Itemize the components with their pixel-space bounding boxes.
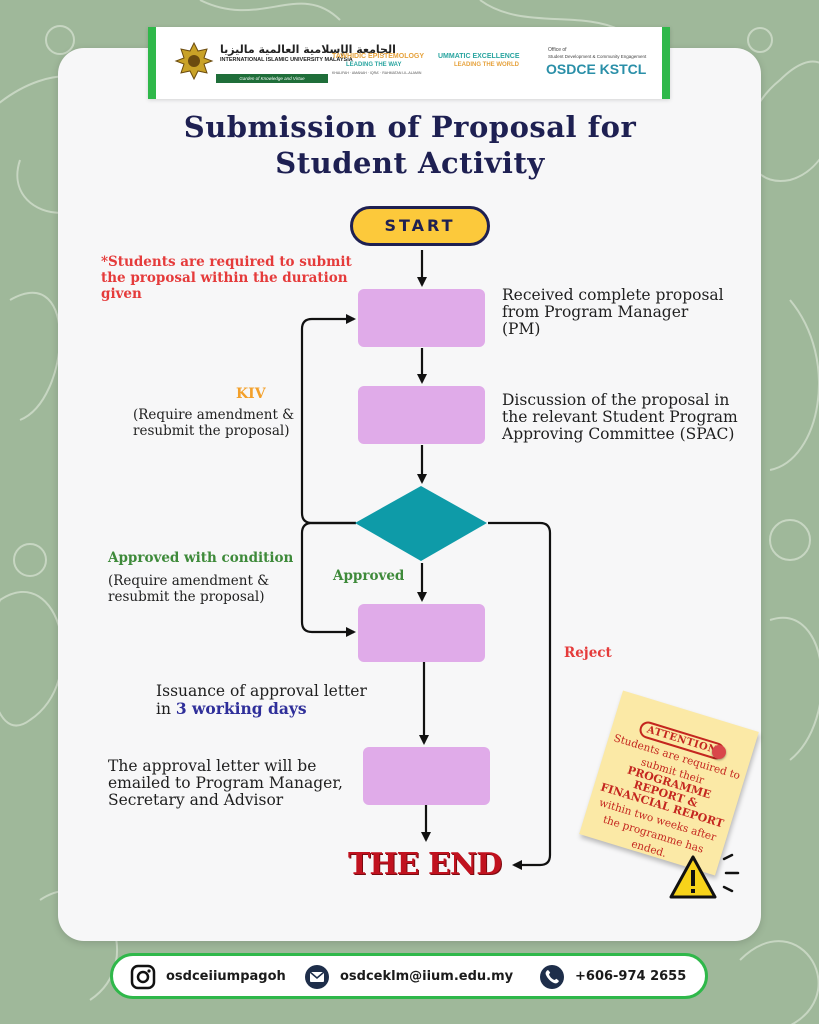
tagline-1-bottom: LEADING THE WAY <box>346 62 402 68</box>
emailed-description: The approval letter will be emailed to P… <box>108 758 343 809</box>
phone-icon <box>540 965 564 989</box>
university-motto: Garden of Knowledge and Virtue <box>216 74 328 83</box>
office-name: OSDCE KSTCL <box>546 61 647 77</box>
arrow-reject <box>488 521 552 870</box>
issuance-line: Issuance of approval letter <box>156 682 367 700</box>
email-icon <box>305 965 329 989</box>
office-line-1: Office of <box>548 47 567 53</box>
step2-line: Approving Committee (SPAC) <box>502 425 735 443</box>
condition-description-line: resubmit the proposal) <box>108 589 265 605</box>
office-line-2: Student Development & Community Engageme… <box>548 54 647 59</box>
issuance-in: in <box>156 700 176 718</box>
step1-description: Received complete proposal from Program … <box>502 287 724 338</box>
page-title-line-1: Submission of Proposal for <box>183 110 637 144</box>
step1-line: (PM) <box>502 320 541 338</box>
reject-label: Reject <box>564 645 612 661</box>
step-emailed <box>363 747 490 805</box>
step-discussion <box>358 386 485 444</box>
email-address[interactable]: osdceklm@iium.edu.my <box>340 969 514 984</box>
step-issuance <box>358 604 485 662</box>
issuance-line: in 3 working days <box>156 700 367 718</box>
step-received-proposal <box>358 289 485 347</box>
kiv-description-line: (Require amendment & <box>133 407 295 423</box>
warning-icon <box>669 855 717 899</box>
start-terminal: START <box>350 206 490 246</box>
step2-line: the relevant Student Program <box>502 408 738 426</box>
university-name: INTERNATIONAL ISLAMIC UNIVERSITY MALAYSI… <box>220 57 353 63</box>
iium-logo-icon <box>174 41 214 81</box>
tagline-2-top: UMMATIC EXCELLENCE <box>438 53 520 60</box>
tagline-1-sub: KHALIFAH · AMANAH · IQRA' · RAHMATAN LIL… <box>332 71 422 75</box>
kiv-label: KIV <box>236 386 266 402</box>
page-title-line-2: Student Activity <box>275 146 545 180</box>
step2-description: Discussion of the proposal in the releva… <box>502 392 738 443</box>
submission-note-line: *Students are required to submit <box>101 254 352 270</box>
issuance-description: Issuance of approval letter in 3 working… <box>156 683 367 718</box>
tagline-1-top: TAWHIDIC EPISTEMOLOGY <box>332 53 425 60</box>
submission-note: *Students are required to submit the pro… <box>101 254 352 302</box>
arrow-kiv-loop <box>300 314 356 525</box>
approved-label: Approved <box>333 568 405 584</box>
issuance-days: 3 working days <box>175 699 307 718</box>
end-terminal: THE END <box>348 847 502 882</box>
kiv-description: (Require amendment & resubmit the propos… <box>133 407 294 439</box>
condition-description-line: (Require amendment & <box>108 573 270 589</box>
alert-spark-icon <box>722 853 740 893</box>
pushpin-icon <box>712 745 726 759</box>
arrow-condition-loop <box>300 521 356 637</box>
condition-description: (Require amendment & resubmit the propos… <box>108 573 269 605</box>
step1-line: from Program Manager <box>502 303 689 321</box>
university-arabic-name: الجامعة الإسلامية العالمية ماليزيا <box>220 43 396 56</box>
emailed-line: The approval letter will be <box>108 757 317 775</box>
step1-line: Received complete proposal <box>502 286 724 304</box>
kiv-description-line: resubmit the proposal) <box>133 423 290 439</box>
contact-bar: osdceiiumpagoh osdceklm@iium.edu.my +606… <box>110 953 708 999</box>
instagram-handle[interactable]: osdceiiumpagoh <box>166 969 286 984</box>
approved-with-condition-label: Approved with condition <box>108 550 294 566</box>
emailed-line: emailed to Program Manager, <box>108 774 343 792</box>
decision-diamond <box>355 486 487 561</box>
tagline-2-bottom: LEADING THE WORLD <box>454 62 519 68</box>
emailed-line: Secretary and Advisor <box>108 791 284 809</box>
step2-line: Discussion of the proposal in <box>502 391 730 409</box>
submission-note-line: the proposal within the duration <box>101 270 348 286</box>
header-banner: الجامعة الإسلامية العالمية ماليزيا INTER… <box>148 27 670 99</box>
instagram-icon <box>130 964 156 990</box>
submission-note-line: given <box>101 286 142 302</box>
phone-number[interactable]: +606-974 2655 <box>575 969 687 984</box>
